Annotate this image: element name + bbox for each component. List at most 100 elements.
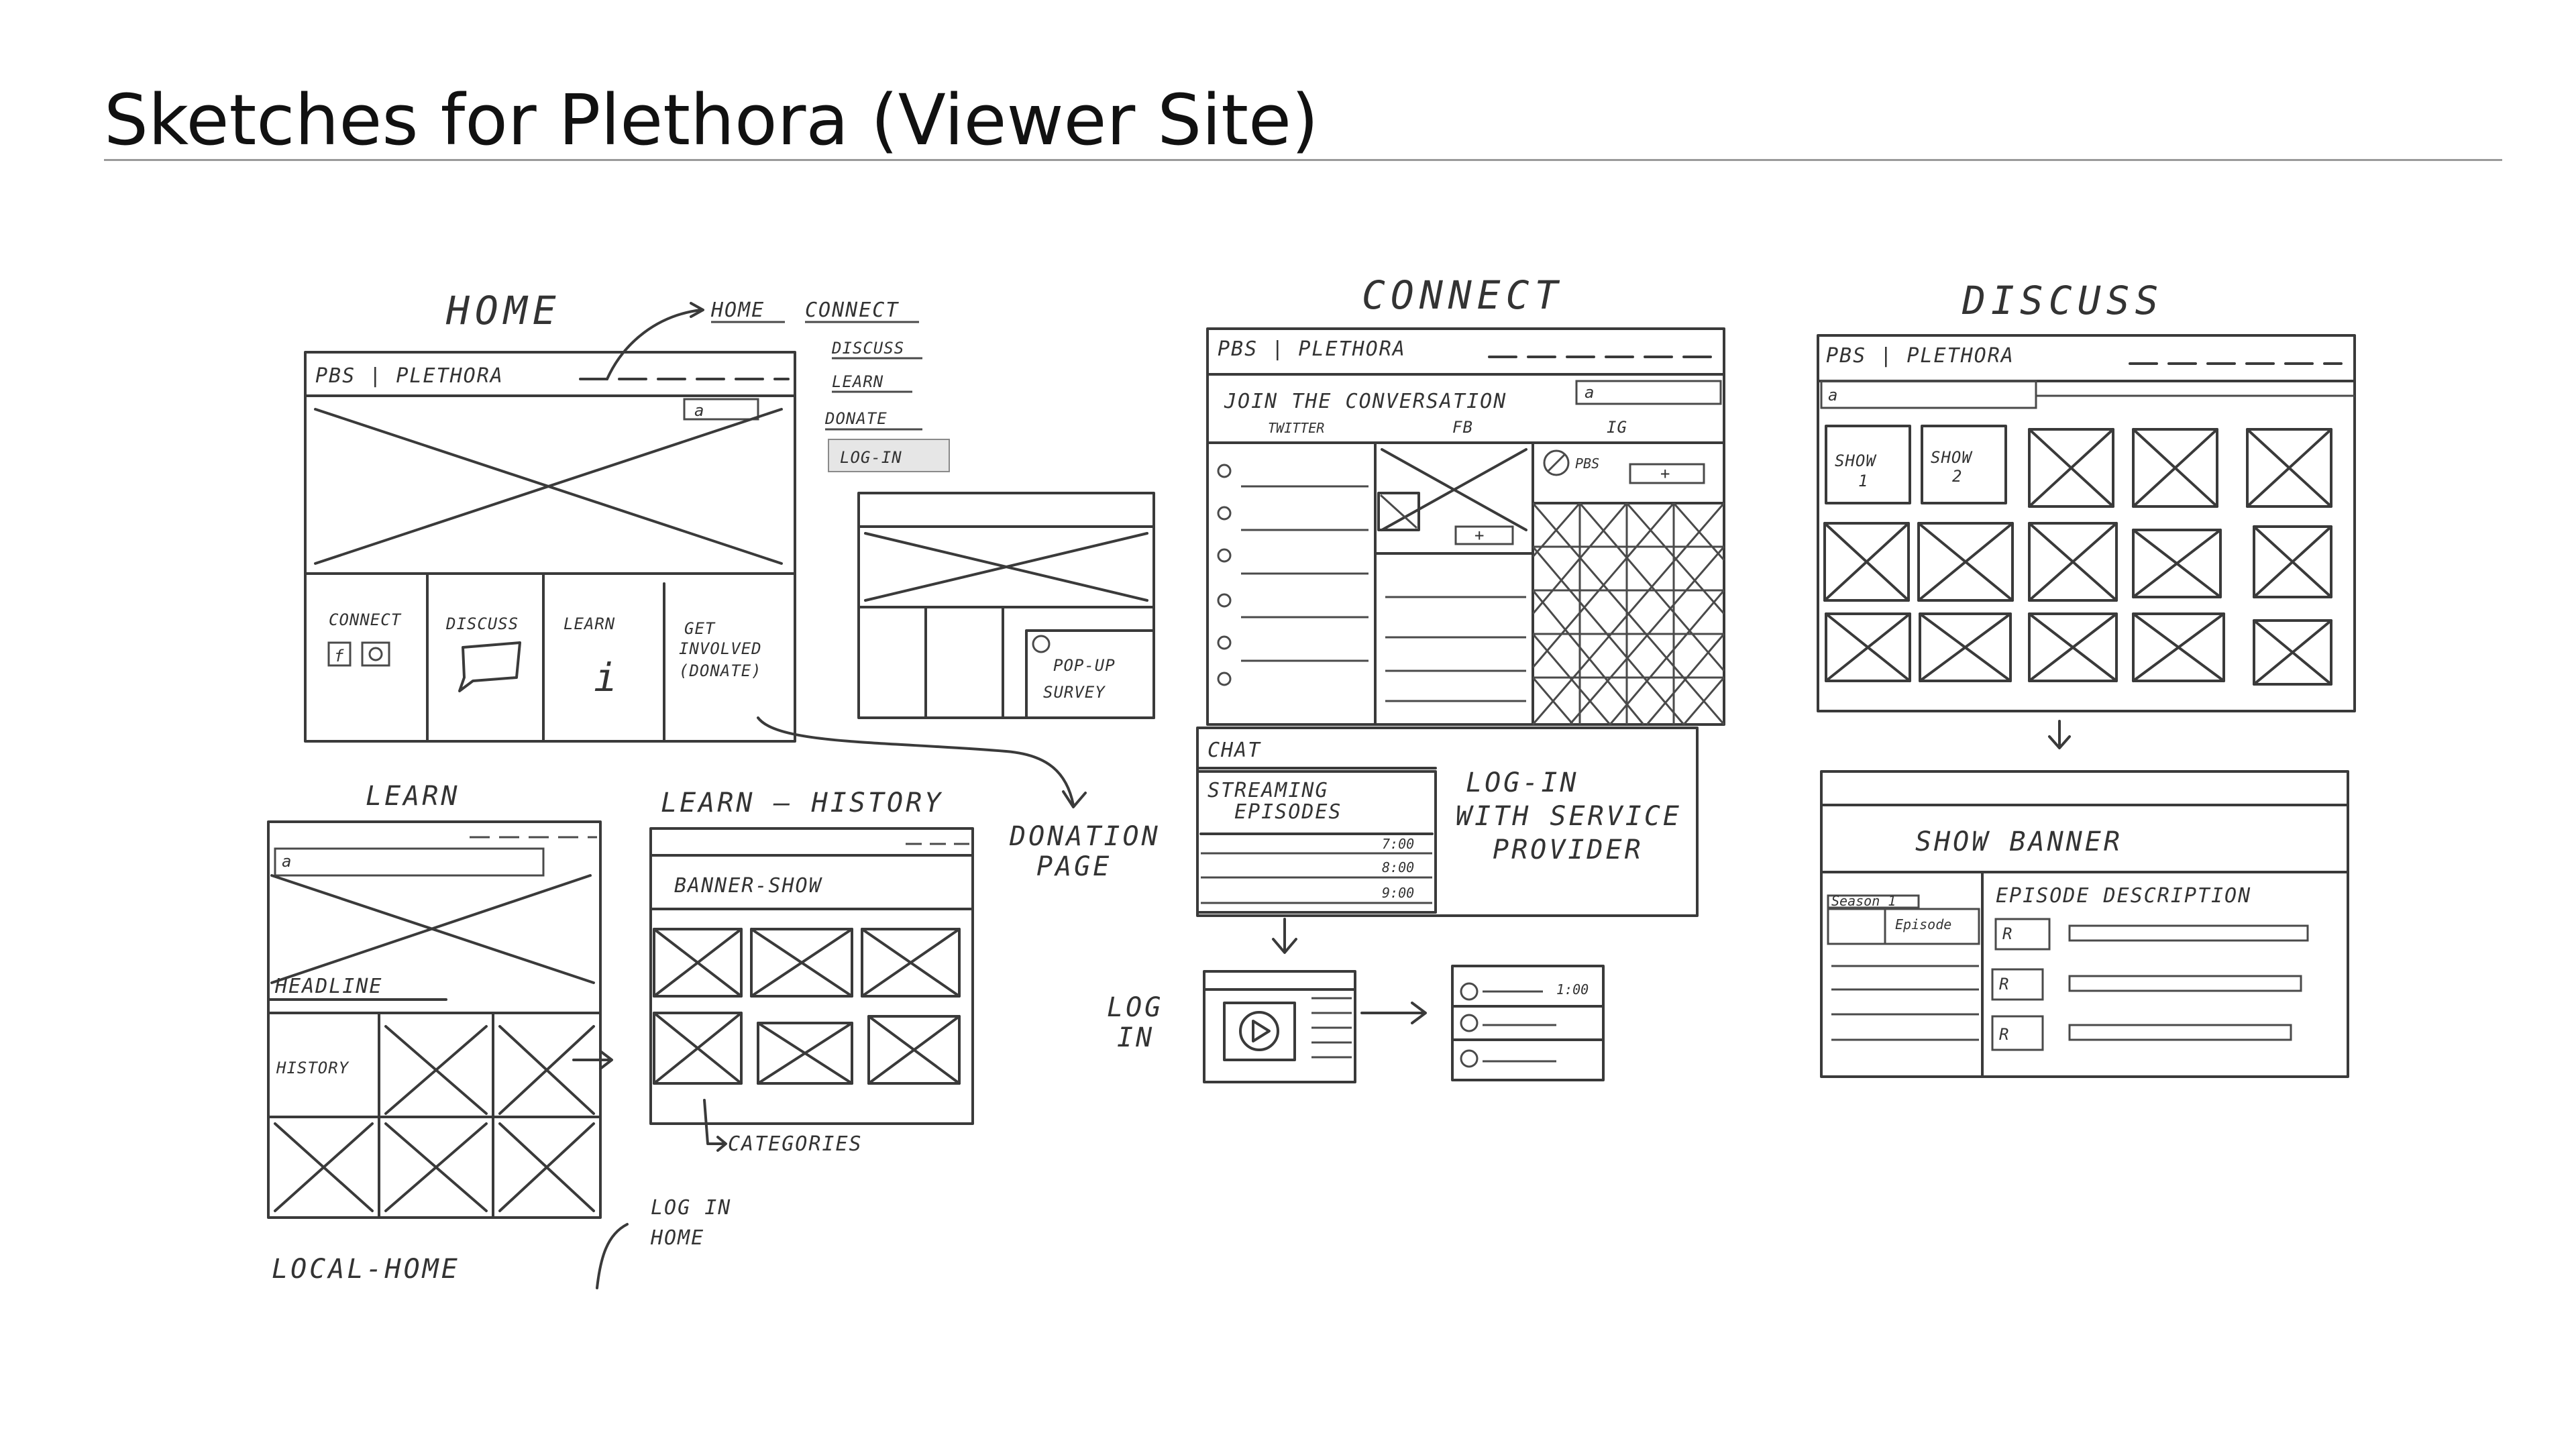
- discuss-search-input: [1820, 380, 2037, 409]
- home-search-input: [683, 398, 759, 421]
- label-learn: LEARN: [366, 781, 460, 812]
- avatar: [1991, 968, 2044, 1001]
- ig-feed: PBS +: [1532, 449, 1725, 725]
- label-local-home: LOCAL-HOME: [272, 1254, 460, 1285]
- label-donation-2: PAGE: [1036, 851, 1112, 882]
- connect-search-input: [1575, 380, 1722, 405]
- nav-item-discuss: DISCUSS: [831, 339, 904, 358]
- banner-show-label: BANNER-SHOW: [674, 874, 823, 898]
- home-brand: PBS | PLETHORA: [315, 364, 504, 388]
- learn-search-input: [274, 847, 545, 877]
- search-icon: a: [694, 401, 704, 420]
- avatar: [1991, 1015, 2044, 1051]
- label-home: HOME: [445, 288, 561, 333]
- instagram-icon: [361, 641, 390, 667]
- svg-text:a: a: [1828, 386, 1838, 405]
- svg-text:R: R: [1999, 975, 2009, 994]
- headline-label: HEADLINE: [274, 975, 383, 998]
- label-categories: CATEGORIES: [728, 1132, 863, 1156]
- home-wireframe: PBS | PLETHORA a CONNECT f DISCUSS LEARN…: [304, 351, 796, 743]
- login-provider-3: PROVIDER: [1493, 835, 1644, 865]
- learn-history-wireframe: BANNER-SHOW: [649, 827, 974, 1125]
- nav-menu: HOME CONNECT DISCUSS LEARN DONATE LOG-IN: [710, 299, 950, 472]
- svg-text:+: +: [1474, 526, 1485, 545]
- connect-brand: PBS | PLETHORA: [1218, 337, 1406, 361]
- chat-label: CHAT: [1208, 739, 1261, 762]
- season-label: Season 1: [1831, 893, 1896, 909]
- arrow-login-home: [596, 1223, 629, 1289]
- facebook-icon: [327, 641, 352, 667]
- ig-add-button: [1629, 463, 1705, 484]
- connect-heading: JOIN THE CONVERSATION: [1224, 390, 1507, 413]
- nav-item-connect: CONNECT: [805, 299, 899, 322]
- nav-item-home: HOME: [710, 299, 765, 322]
- label-login-home-2: HOME: [650, 1226, 704, 1250]
- discuss-brand: PBS | PLETHORA: [1826, 344, 2015, 368]
- streaming-line-2: EPISODES: [1234, 800, 1342, 824]
- speech-bubble-icon: [458, 641, 521, 692]
- episode-description-label: EPISODE DESCRIPTION: [1996, 884, 2251, 908]
- column-twitter: TWITTER: [1268, 420, 1324, 436]
- login-provider-1: LOG-IN: [1466, 767, 1579, 798]
- svg-text:f: f: [334, 647, 344, 665]
- label-discuss: DISCUSS: [1962, 278, 2163, 323]
- learn-wireframe: a HEADLINE HISTORY: [267, 820, 602, 1219]
- get-involved-3: (DONATE): [679, 661, 762, 680]
- play-icon: [1239, 1011, 1279, 1051]
- arrow-nav-head: [690, 302, 704, 318]
- twitter-feed: [1217, 464, 1368, 686]
- ig-pbs-tag: PBS: [1575, 455, 1599, 472]
- sketch-paper: [205, 265, 2348, 1305]
- get-involved-2: INVOLVED: [679, 639, 762, 658]
- column-fb: FB: [1452, 418, 1473, 437]
- info-icon: i: [594, 655, 623, 700]
- close-icon: [1032, 635, 1051, 653]
- streaming-line-1: STREAMING: [1208, 779, 1329, 802]
- svg-text:a: a: [1585, 383, 1595, 402]
- history-tile: HISTORY: [276, 1059, 350, 1077]
- svg-text:a: a: [282, 852, 292, 871]
- svg-text:R: R: [1999, 1025, 2009, 1044]
- label-log: LOG: [1107, 992, 1163, 1023]
- video-player-wireframe: [1203, 970, 1356, 1083]
- avatar: [1994, 918, 2051, 951]
- arrow-donation: [757, 716, 1075, 806]
- svg-text:+: +: [1660, 464, 1670, 483]
- connect-lower-wireframe: CHAT STREAMING EPISODES 7:00 8:00 9:00 L…: [1196, 727, 1699, 917]
- nav-item-learn: LEARN: [832, 372, 883, 391]
- pbs-logo-icon: [1543, 449, 1570, 476]
- episode-label: Episode: [1895, 916, 1951, 932]
- fb-feed: +: [1374, 448, 1534, 702]
- tile-learn: LEARN: [564, 614, 615, 633]
- show-detail-wireframe: SHOW BANNER Season 1 Episode EPISODE DES…: [1820, 770, 2349, 1078]
- nav-item-login: LOG-IN: [840, 448, 902, 467]
- label-connect: CONNECT: [1362, 272, 1563, 318]
- login-provider-2: WITH SERVICE: [1456, 801, 1682, 832]
- show-2-label: SHOW: [1931, 448, 1973, 467]
- arrow-nav: [606, 309, 702, 380]
- discuss-wireframe: PBS | PLETHORA a SHOW 1 SHOW 2: [1817, 334, 2356, 712]
- show-banner-label: SHOW BANNER: [1915, 826, 2123, 857]
- label-login-home-1: LOG IN: [651, 1196, 731, 1220]
- time-2: 8:00: [1382, 859, 1414, 875]
- popup-wireframe: POP-UP SURVEY: [857, 492, 1155, 719]
- fb-add-button: [1454, 525, 1514, 545]
- list-time: 1:00: [1556, 981, 1589, 998]
- connect-wireframe: PBS | PLETHORA JOIN THE CONVERSATION a T…: [1206, 327, 1725, 726]
- show-1-number: 1: [1858, 472, 1868, 490]
- label-donation-1: DONATION: [1009, 821, 1161, 852]
- show-2-number: 2: [1952, 467, 1962, 486]
- time-3: 9:00: [1382, 885, 1414, 901]
- page-title: Sketches for Plethora (Viewer Site): [104, 79, 1319, 161]
- episode-list-wireframe: 1:00: [1451, 965, 1605, 1081]
- show-1-label: SHOW: [1835, 451, 1877, 470]
- svg-text:R: R: [2002, 924, 2012, 943]
- nav-item-donate: DONATE: [824, 409, 888, 428]
- label-in: IN: [1117, 1022, 1155, 1053]
- popup-line-2: SURVEY: [1043, 683, 1106, 702]
- tile-connect: CONNECT: [329, 610, 402, 629]
- login-highlight: [828, 439, 950, 472]
- label-learn-history: LEARN — HISTORY: [661, 788, 943, 818]
- title-divider: [104, 159, 2502, 161]
